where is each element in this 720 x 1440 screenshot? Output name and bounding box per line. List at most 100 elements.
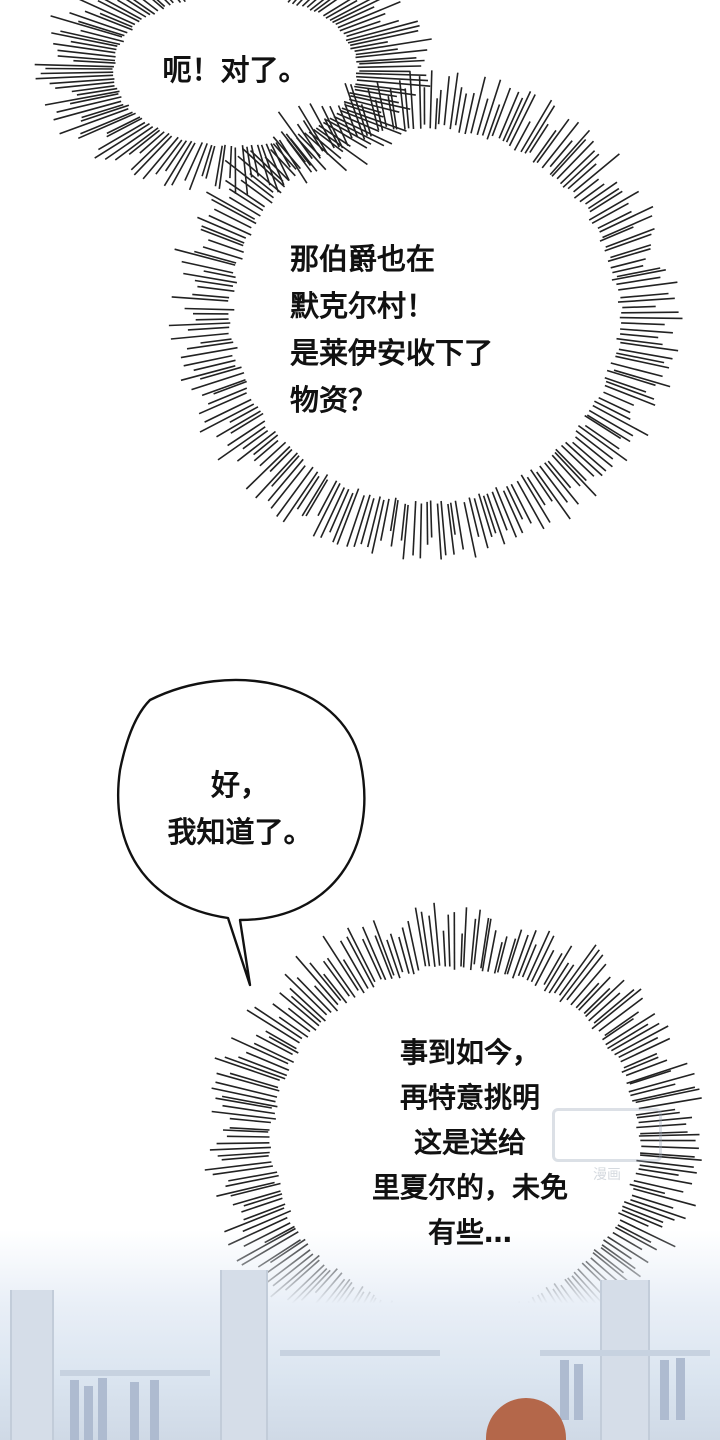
burst-line (99, 12, 133, 28)
burst-line (357, 65, 422, 69)
burst-line (559, 949, 600, 1003)
burst-line (268, 1036, 299, 1054)
burst-line (584, 424, 620, 450)
burst-line (276, 466, 314, 517)
burst-line (567, 163, 597, 190)
burst-line (229, 1117, 271, 1124)
burst-line (605, 1013, 656, 1046)
burst-line (604, 376, 647, 393)
burst-line (638, 1168, 679, 1176)
burst-line (344, 82, 366, 140)
burst-line (270, 143, 290, 181)
burst-line (230, 1037, 289, 1065)
burst-line (322, 0, 351, 17)
burst-line (253, 434, 279, 456)
burst-line (496, 936, 508, 973)
burst-line (468, 497, 480, 537)
burst-line (390, 499, 399, 547)
burst-line (322, 121, 368, 149)
burst-line (329, 488, 350, 533)
burst-line (322, 935, 359, 991)
watermark-box (552, 1108, 662, 1162)
burst-line (207, 387, 248, 405)
burst-line (418, 76, 422, 129)
burst-line (337, 1, 401, 29)
burst-line (502, 97, 524, 142)
burst-line (325, 118, 372, 145)
burst-line (269, 448, 293, 473)
burst-line (638, 1116, 693, 1124)
burst-line (198, 392, 247, 415)
burst-line (617, 297, 675, 303)
shout-bubble-1-text: 呃！对了。 (162, 53, 308, 87)
burst-line (449, 502, 456, 535)
burst-line (376, 81, 388, 127)
burst-line (322, 960, 350, 997)
burst-line (320, 487, 346, 539)
burst-line (81, 103, 124, 119)
burst-line (230, 412, 264, 434)
burst-line (270, 148, 296, 177)
burst-line (402, 504, 409, 560)
burst-line (454, 87, 463, 126)
burst-line (597, 210, 632, 230)
burst-line (621, 1056, 659, 1073)
burst-line (443, 76, 450, 126)
burst-line (588, 190, 640, 221)
burst-line (212, 1165, 274, 1176)
burst-line (243, 1203, 286, 1221)
burst-line (565, 441, 603, 477)
burst-line (53, 42, 116, 54)
burst-line (619, 316, 683, 320)
burst-line (621, 322, 665, 326)
burst-line (335, 6, 375, 26)
burst-line (44, 90, 120, 106)
burst-line (612, 264, 644, 274)
burst-line (270, 465, 306, 509)
burst-line (407, 920, 420, 971)
burst-line (605, 228, 655, 248)
burst-line (130, 132, 170, 171)
burst-line (532, 129, 557, 163)
shelf (60, 1370, 210, 1376)
burst-line (73, 59, 116, 64)
burst-line (272, 136, 302, 170)
burst-line (350, 29, 419, 47)
burst-line (389, 933, 404, 973)
book (660, 1360, 669, 1420)
burst-line (630, 1198, 686, 1220)
burst-line (201, 379, 246, 397)
burst-line (218, 144, 226, 190)
burst-line (117, 0, 147, 18)
burst-line (551, 138, 587, 177)
burst-line (199, 403, 255, 433)
burst-line (242, 429, 269, 450)
burst-line (491, 491, 508, 531)
burst-line (356, 79, 431, 87)
burst-line (398, 80, 406, 130)
burst-line (139, 131, 165, 154)
burst-line (611, 269, 666, 281)
burst-line (278, 1016, 309, 1038)
burst-line (55, 81, 115, 89)
burst-line (440, 500, 447, 556)
pillar (220, 1270, 268, 1440)
burst-line (337, 105, 353, 139)
burst-line (70, 40, 117, 51)
burst-line (610, 362, 663, 378)
burst-line (530, 469, 553, 502)
burst-line (464, 92, 475, 135)
burst-line (347, 24, 420, 44)
burst-line (40, 71, 114, 75)
burst-line (224, 159, 274, 199)
burst-line (611, 1022, 660, 1052)
burst-line (536, 471, 571, 520)
burst-line (106, 117, 143, 138)
burst-line (329, 105, 349, 147)
burst-line (241, 147, 286, 188)
burst-line (313, 128, 344, 153)
burst-line (524, 105, 556, 154)
burst-line (289, 987, 326, 1022)
burst-line (56, 96, 122, 113)
burst-line (240, 179, 273, 204)
